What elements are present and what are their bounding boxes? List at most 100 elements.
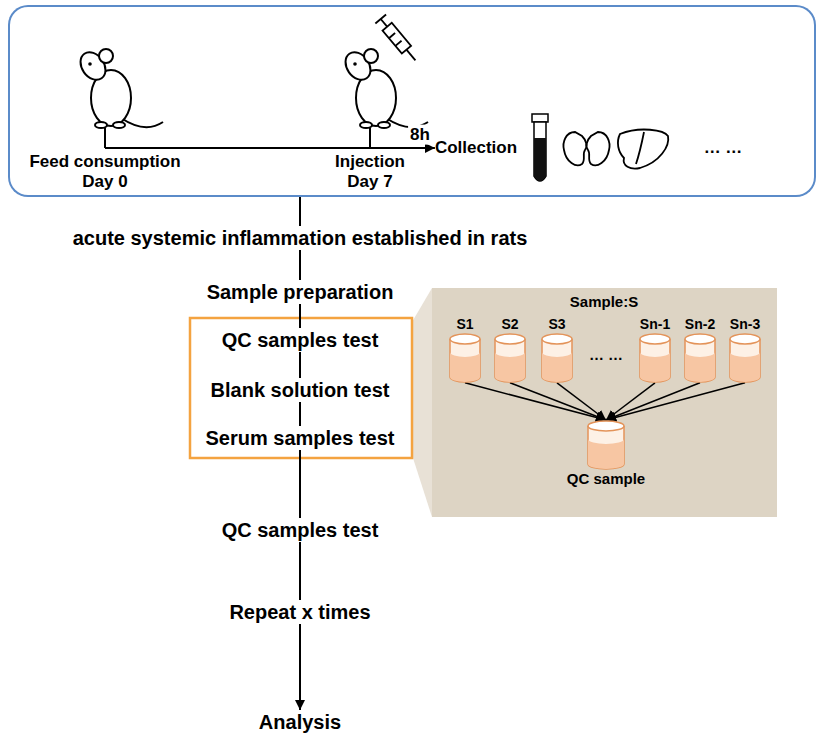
sample-panel-ground <box>432 288 777 517</box>
node-text: Day 7 <box>335 172 405 192</box>
connector <box>465 383 606 420</box>
timepoint-label: Feed consumptionDay 0 <box>29 140 180 193</box>
tube-wall <box>685 339 715 382</box>
tube-liquid <box>542 352 572 382</box>
connector <box>299 542 301 600</box>
syringe-plunger <box>381 19 387 27</box>
node-text: acute systemic inflammation established … <box>73 226 528 250</box>
syringe-barrel <box>383 23 411 54</box>
rat-icon <box>340 47 428 128</box>
connector <box>299 304 301 328</box>
tube-outline <box>729 333 761 383</box>
tube-liquid <box>685 352 715 382</box>
node-text: Repeat x times <box>229 600 370 624</box>
rat-eye <box>88 62 92 66</box>
timeline-tick <box>104 128 106 148</box>
process-step: Analysis <box>259 710 341 734</box>
sample-panel: Sample:S … … S1 S2 S3 Sn-1 Sn-2 Sn-3 QC sample <box>432 288 777 517</box>
timeline-line <box>105 147 420 149</box>
sample-tube: Sn-2 <box>684 316 716 383</box>
connector <box>299 352 301 378</box>
tube-outline <box>639 333 671 383</box>
ellipsis-mark: … … <box>704 138 743 158</box>
tube-wall <box>542 339 572 382</box>
node-text: Sn-3 <box>730 316 760 333</box>
timeline-tick <box>369 128 371 148</box>
connector <box>299 402 301 426</box>
node-text: Collection <box>435 138 517 158</box>
qc-tube: QC sample <box>567 420 645 488</box>
node-text: Serum samples test <box>206 426 395 450</box>
process-step: Repeat x times <box>229 600 370 624</box>
rat-foot <box>378 122 390 128</box>
tube-blood <box>534 138 546 181</box>
timeline-panel: … … Feed consumptionDay 0 InjectionDay 7 Co… <box>8 5 816 197</box>
node-text: Blank solution test <box>211 378 390 402</box>
tube-wall <box>730 339 760 382</box>
tube-rim <box>495 334 525 344</box>
node-text: S3 <box>548 316 565 333</box>
node-text: Sn-1 <box>640 316 670 333</box>
tube-outline <box>587 420 625 470</box>
blood-tube-icon <box>532 114 548 181</box>
sample-tube: S3 <box>541 316 573 383</box>
rat-foot <box>95 122 107 128</box>
tube-outline <box>494 333 526 383</box>
kidney-left <box>563 132 586 165</box>
kidney-icon <box>563 132 609 165</box>
syringe-icon <box>375 15 420 65</box>
ellipsis-mark: … … <box>589 346 623 364</box>
node-text: Analysis <box>259 710 341 734</box>
sample-tube: Sn-1 <box>639 316 671 383</box>
connector <box>405 147 435 149</box>
node-text: S1 <box>456 316 473 333</box>
sample-tube: Sn-3 <box>729 316 761 383</box>
tube-rim <box>450 334 480 344</box>
tube-rim <box>640 334 670 344</box>
panel-heading: Sample:S <box>570 293 638 311</box>
rat-ear <box>99 49 113 63</box>
connector <box>606 383 655 420</box>
connector <box>299 624 301 710</box>
connector <box>299 250 301 280</box>
tube-wall <box>495 339 525 382</box>
connector <box>510 383 606 420</box>
node-text: Sn-2 <box>685 316 715 333</box>
edge-label: 8h <box>408 125 432 145</box>
syringe-needle <box>406 50 415 61</box>
node-text: Feed consumption <box>29 152 180 172</box>
rat-tail <box>121 118 163 127</box>
tube-wall <box>640 339 670 382</box>
node-text: Injection <box>335 152 405 172</box>
connector <box>557 383 606 420</box>
tube-rim <box>730 334 760 344</box>
connector <box>606 383 700 420</box>
process-step: Sample preparation <box>207 280 394 304</box>
step-label: Collection <box>435 138 517 158</box>
tube-rim <box>588 421 624 431</box>
node-text: QC sample <box>567 470 645 488</box>
node-text: QC samples test <box>222 518 379 542</box>
rat-eye <box>353 62 357 66</box>
callout-wedge <box>412 288 432 517</box>
process-step: Blank solution test <box>211 378 390 402</box>
tube-liquid <box>450 352 480 382</box>
test-group-box <box>190 318 412 458</box>
sample-tube: S1 <box>449 316 481 383</box>
tube-liquid <box>588 439 624 469</box>
connector <box>299 197 301 226</box>
tube-liquid <box>495 352 525 382</box>
process-step: QC samples test <box>222 328 379 352</box>
tube-wall <box>588 426 624 469</box>
tube-cap <box>532 114 548 122</box>
node-text: S2 <box>501 316 518 333</box>
rat-icon <box>75 47 163 128</box>
timepoint-label: InjectionDay 7 <box>335 140 405 193</box>
tube-rim <box>685 334 715 344</box>
tube-liquid <box>640 352 670 382</box>
rat-foot <box>360 122 372 128</box>
connector <box>299 450 301 518</box>
tube-body <box>534 122 546 181</box>
connector <box>606 383 745 420</box>
